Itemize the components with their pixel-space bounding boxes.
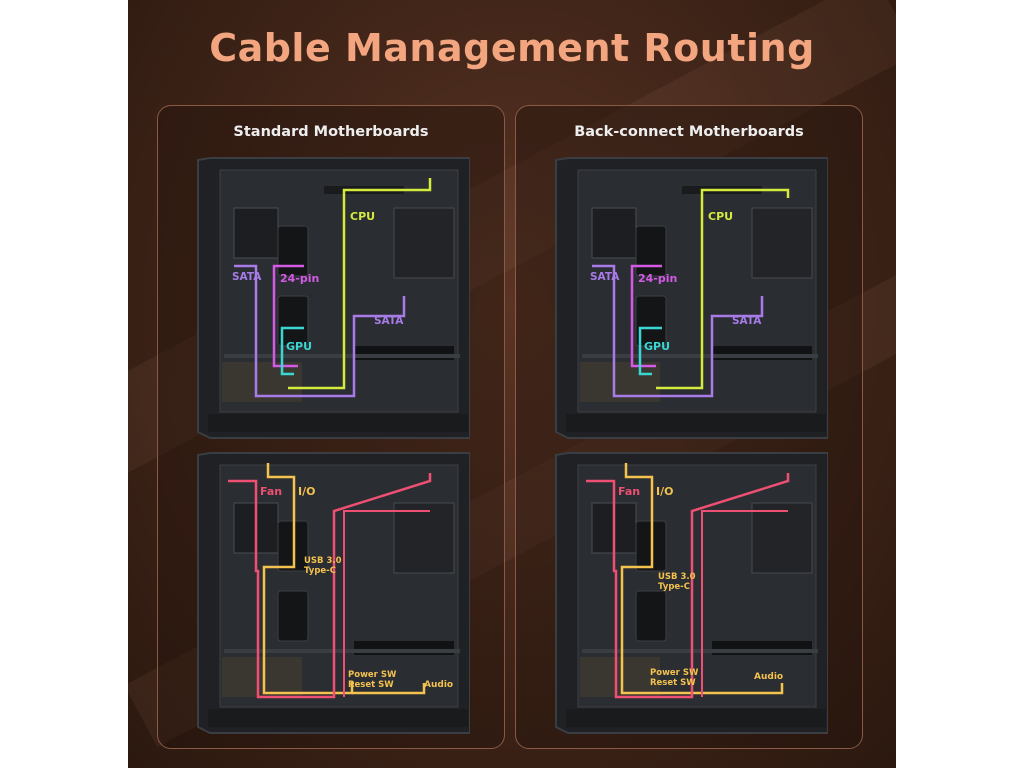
case-bottom-view: Fan I/O USB 3.0 Type-C Power SW Reset SW…: [194, 451, 470, 734]
panel-back-connect-motherboards: Back-connect Motherboards CPU SATA: [515, 105, 863, 749]
24-pin-label: 24-pin: [280, 272, 319, 285]
panel-heading: Back-connect Motherboards: [574, 124, 804, 140]
usb-label-line1: USB 3.0: [304, 556, 342, 566]
usb-label-line1: USB 3.0: [658, 572, 696, 582]
audio-label: Audio: [754, 672, 783, 682]
reset-sw-label: Reset SW: [348, 680, 394, 690]
case-diagram-top: CPU SATA 24-pin SATA GPU: [555, 157, 828, 439]
audio-label: Audio: [424, 680, 453, 690]
sata-left-label: SATA: [232, 271, 262, 283]
usb-label-line2: Type-C: [658, 582, 690, 592]
io-label: I/O: [298, 485, 315, 498]
case-diagram-top: CPU SATA 24-pin SATA GPU: [197, 157, 470, 439]
fan-label: Fan: [260, 485, 282, 498]
cpu-label: CPU: [350, 210, 375, 223]
reset-sw-label: Reset SW: [650, 678, 696, 688]
case-bottom-view: Fan I/O USB 3.0 Type-C Power SW Reset SW…: [552, 451, 828, 734]
fan-label: Fan: [618, 485, 640, 498]
sata-left-label: SATA: [590, 271, 620, 283]
sata-right-label: SATA: [374, 315, 404, 327]
usb-label-line2: Type-C: [304, 566, 336, 576]
io-label: I/O: [656, 485, 673, 498]
sata-right-label: SATA: [732, 315, 762, 327]
panel-standard-motherboards: Standard Motherboards CPU SATA: [157, 105, 505, 749]
gpu-label: GPU: [644, 340, 670, 353]
power-sw-label: Power SW: [650, 668, 699, 678]
24-pin-label: 24-pin: [638, 272, 677, 285]
page-title: Cable Management Routing: [209, 26, 815, 70]
case-top-view: CPU SATA 24-pin SATA GPU: [552, 156, 828, 439]
case-diagram-bottom: Fan I/O USB 3.0 Type-C Power SW Reset SW…: [555, 452, 828, 734]
power-sw-label: Power SW: [348, 670, 397, 680]
case-diagram-bottom: Fan I/O USB 3.0 Type-C Power SW Reset SW…: [197, 452, 470, 734]
panel-heading: Standard Motherboards: [233, 124, 429, 140]
cpu-label: CPU: [708, 210, 733, 223]
case-top-view: CPU SATA 24-pin SATA GPU: [194, 156, 470, 439]
poster-background: Cable Management Routing Standard Mother…: [128, 0, 896, 768]
gpu-label: GPU: [286, 340, 312, 353]
